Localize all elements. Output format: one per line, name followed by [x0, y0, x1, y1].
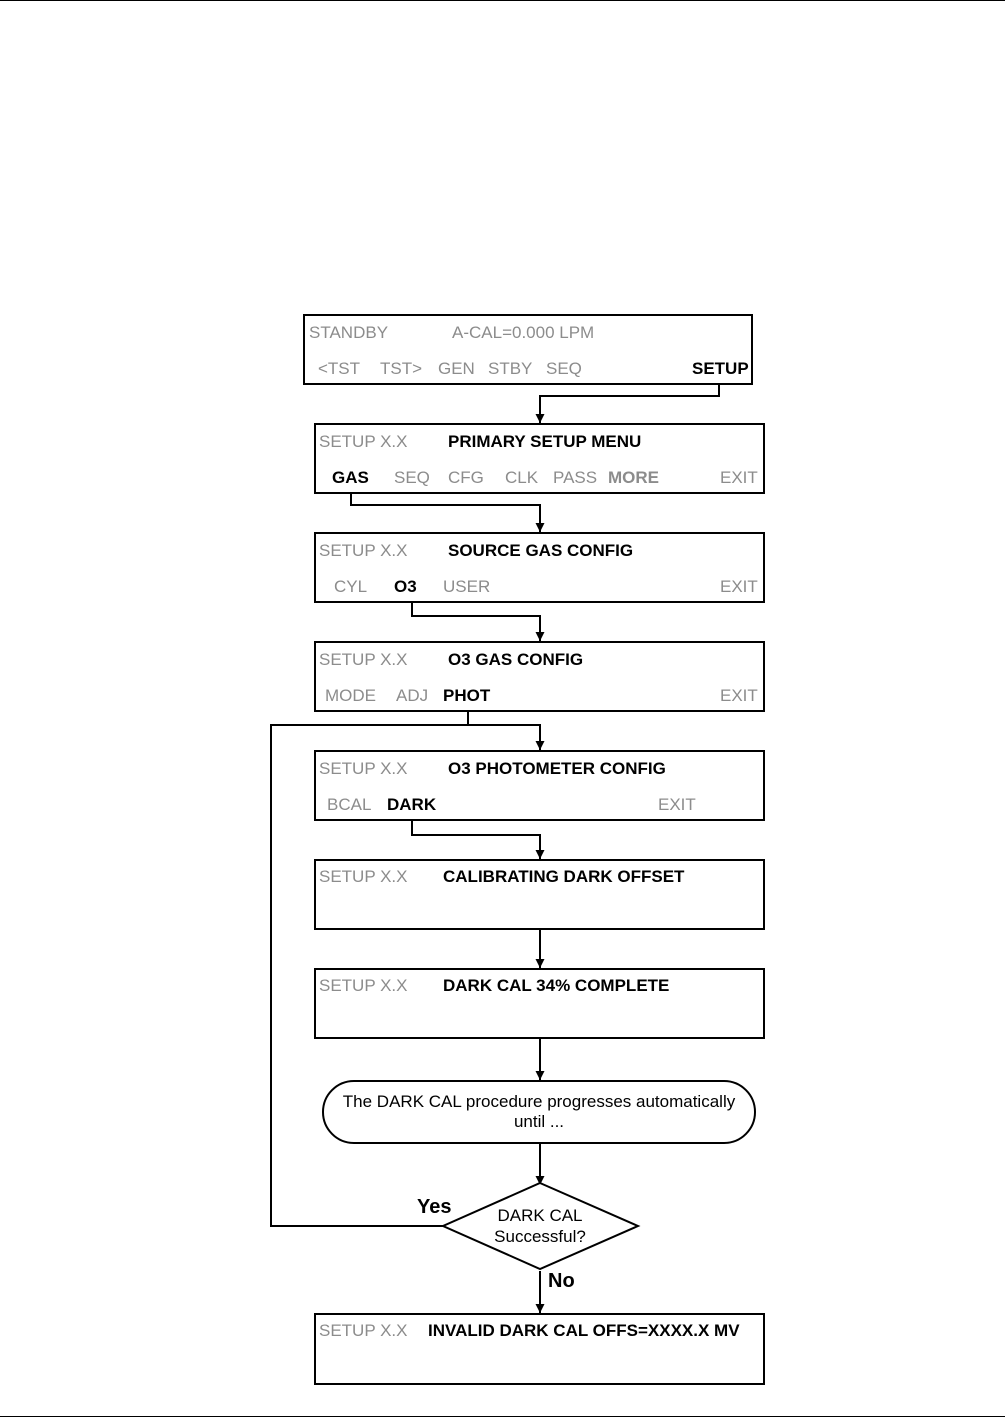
connector-gas-to-source: [350, 486, 545, 532]
screen-title: DARK CAL 34% COMPLETE: [443, 976, 670, 995]
calibrating-dark-offset-screen: SETUP X.X CALIBRATING DARK OFFSET: [314, 859, 765, 930]
procedure-note-line1: The DARK CAL procedure progresses automa…: [342, 1092, 736, 1111]
screen-title: SOURCE GAS CONFIG: [448, 541, 634, 560]
o3-photometer-config-screen: SETUP X.X O3 PHOTOMETER CONFIG BCAL DARK…: [314, 750, 765, 821]
screen-prefix: SETUP X.X: [319, 541, 408, 560]
menu-setup[interactable]: SETUP: [692, 359, 749, 378]
screen-prefix: SETUP X.X: [319, 759, 408, 778]
page-bottom-rule: [0, 1416, 1005, 1417]
menu-pass[interactable]: PASS: [553, 468, 598, 487]
connector-dark-to-calibrating: [411, 812, 545, 859]
menu-user[interactable]: USER: [443, 577, 491, 596]
standby-status: STANDBY: [309, 323, 389, 342]
decision-text: DARK CAL Successful?: [440, 1205, 640, 1247]
menu-exit[interactable]: EXIT: [658, 795, 696, 814]
procedure-note-line2: until ...: [513, 1112, 565, 1131]
screen-prefix: SETUP X.X: [319, 976, 408, 995]
procedure-note: The DARK CAL procedure progresses automa…: [322, 1080, 756, 1144]
screen-title: CALIBRATING DARK OFFSET: [443, 867, 685, 886]
source-gas-config-screen: SETUP X.X SOURCE GAS CONFIG CYL O3 USER …: [314, 532, 765, 603]
o3-gas-config-screen: SETUP X.X O3 GAS CONFIG MODE ADJ PHOT EX…: [314, 641, 765, 712]
standby-reading: A-CAL=0.000 LPM: [452, 323, 595, 342]
no-label: No: [548, 1270, 575, 1292]
menu-clk[interactable]: CLK: [505, 468, 539, 487]
menu-gen[interactable]: GEN: [438, 359, 475, 378]
screen-prefix: SETUP X.X: [319, 432, 408, 451]
menu-dark[interactable]: DARK: [387, 795, 437, 814]
connector-o3-to-o3config: [411, 594, 545, 641]
standby-screen: STANDBY A-CAL=0.000 LPM <TST TST> GEN ST…: [303, 314, 753, 385]
menu-seq[interactable]: SEQ: [394, 468, 430, 487]
menu-stby[interactable]: STBY: [488, 359, 533, 378]
menu-cyl[interactable]: CYL: [334, 577, 368, 596]
yes-label: Yes: [417, 1196, 452, 1218]
screen-title: O3 PHOTOMETER CONFIG: [448, 759, 666, 778]
menu-more[interactable]: MORE: [608, 468, 659, 487]
menu-exit[interactable]: EXIT: [720, 577, 758, 596]
connector-phot-to-photometer: [467, 703, 545, 750]
procedure-note-text: The DARK CAL procedure progresses automa…: [324, 1092, 754, 1132]
screen-prefix: SETUP X.X: [319, 1321, 408, 1340]
decision-line1: DARK CAL: [497, 1206, 583, 1225]
screen-title: INVALID DARK CAL OFFS=XXXX.X MV: [428, 1321, 740, 1340]
screen-prefix: SETUP X.X: [319, 650, 408, 669]
connector-setup-to-primary: [535, 383, 720, 423]
menu-exit[interactable]: EXIT: [720, 686, 758, 705]
menu-phot[interactable]: PHOT: [443, 686, 491, 705]
connector-yes-loop: [270, 724, 468, 1227]
screen-title: O3 GAS CONFIG: [448, 650, 584, 669]
menu-adj[interactable]: ADJ: [396, 686, 429, 705]
menu-o3[interactable]: O3: [394, 577, 417, 596]
menu-tst-next[interactable]: TST>: [380, 359, 423, 378]
menu-mode[interactable]: MODE: [325, 686, 376, 705]
primary-setup-screen: SETUP X.X PRIMARY SETUP MENU GAS SEQ CFG…: [314, 423, 765, 494]
screen-prefix: SETUP X.X: [319, 867, 408, 886]
page-top-rule: [0, 0, 1005, 1]
dark-cal-progress-screen: SETUP X.X DARK CAL 34% COMPLETE: [314, 968, 765, 1039]
invalid-dark-cal-screen: SETUP X.X INVALID DARK CAL OFFS=XXXX.X M…: [314, 1313, 765, 1385]
screen-title: PRIMARY SETUP MENU: [448, 432, 642, 451]
menu-tst-prev[interactable]: <TST: [318, 359, 361, 378]
menu-bcal[interactable]: BCAL: [327, 795, 372, 814]
menu-cfg[interactable]: CFG: [448, 468, 484, 487]
menu-seq[interactable]: SEQ: [546, 359, 582, 378]
decision-diamond: [440, 1181, 641, 1271]
menu-exit[interactable]: EXIT: [720, 468, 758, 487]
menu-gas[interactable]: GAS: [332, 468, 369, 487]
decision-line2: Successful?: [494, 1227, 586, 1246]
